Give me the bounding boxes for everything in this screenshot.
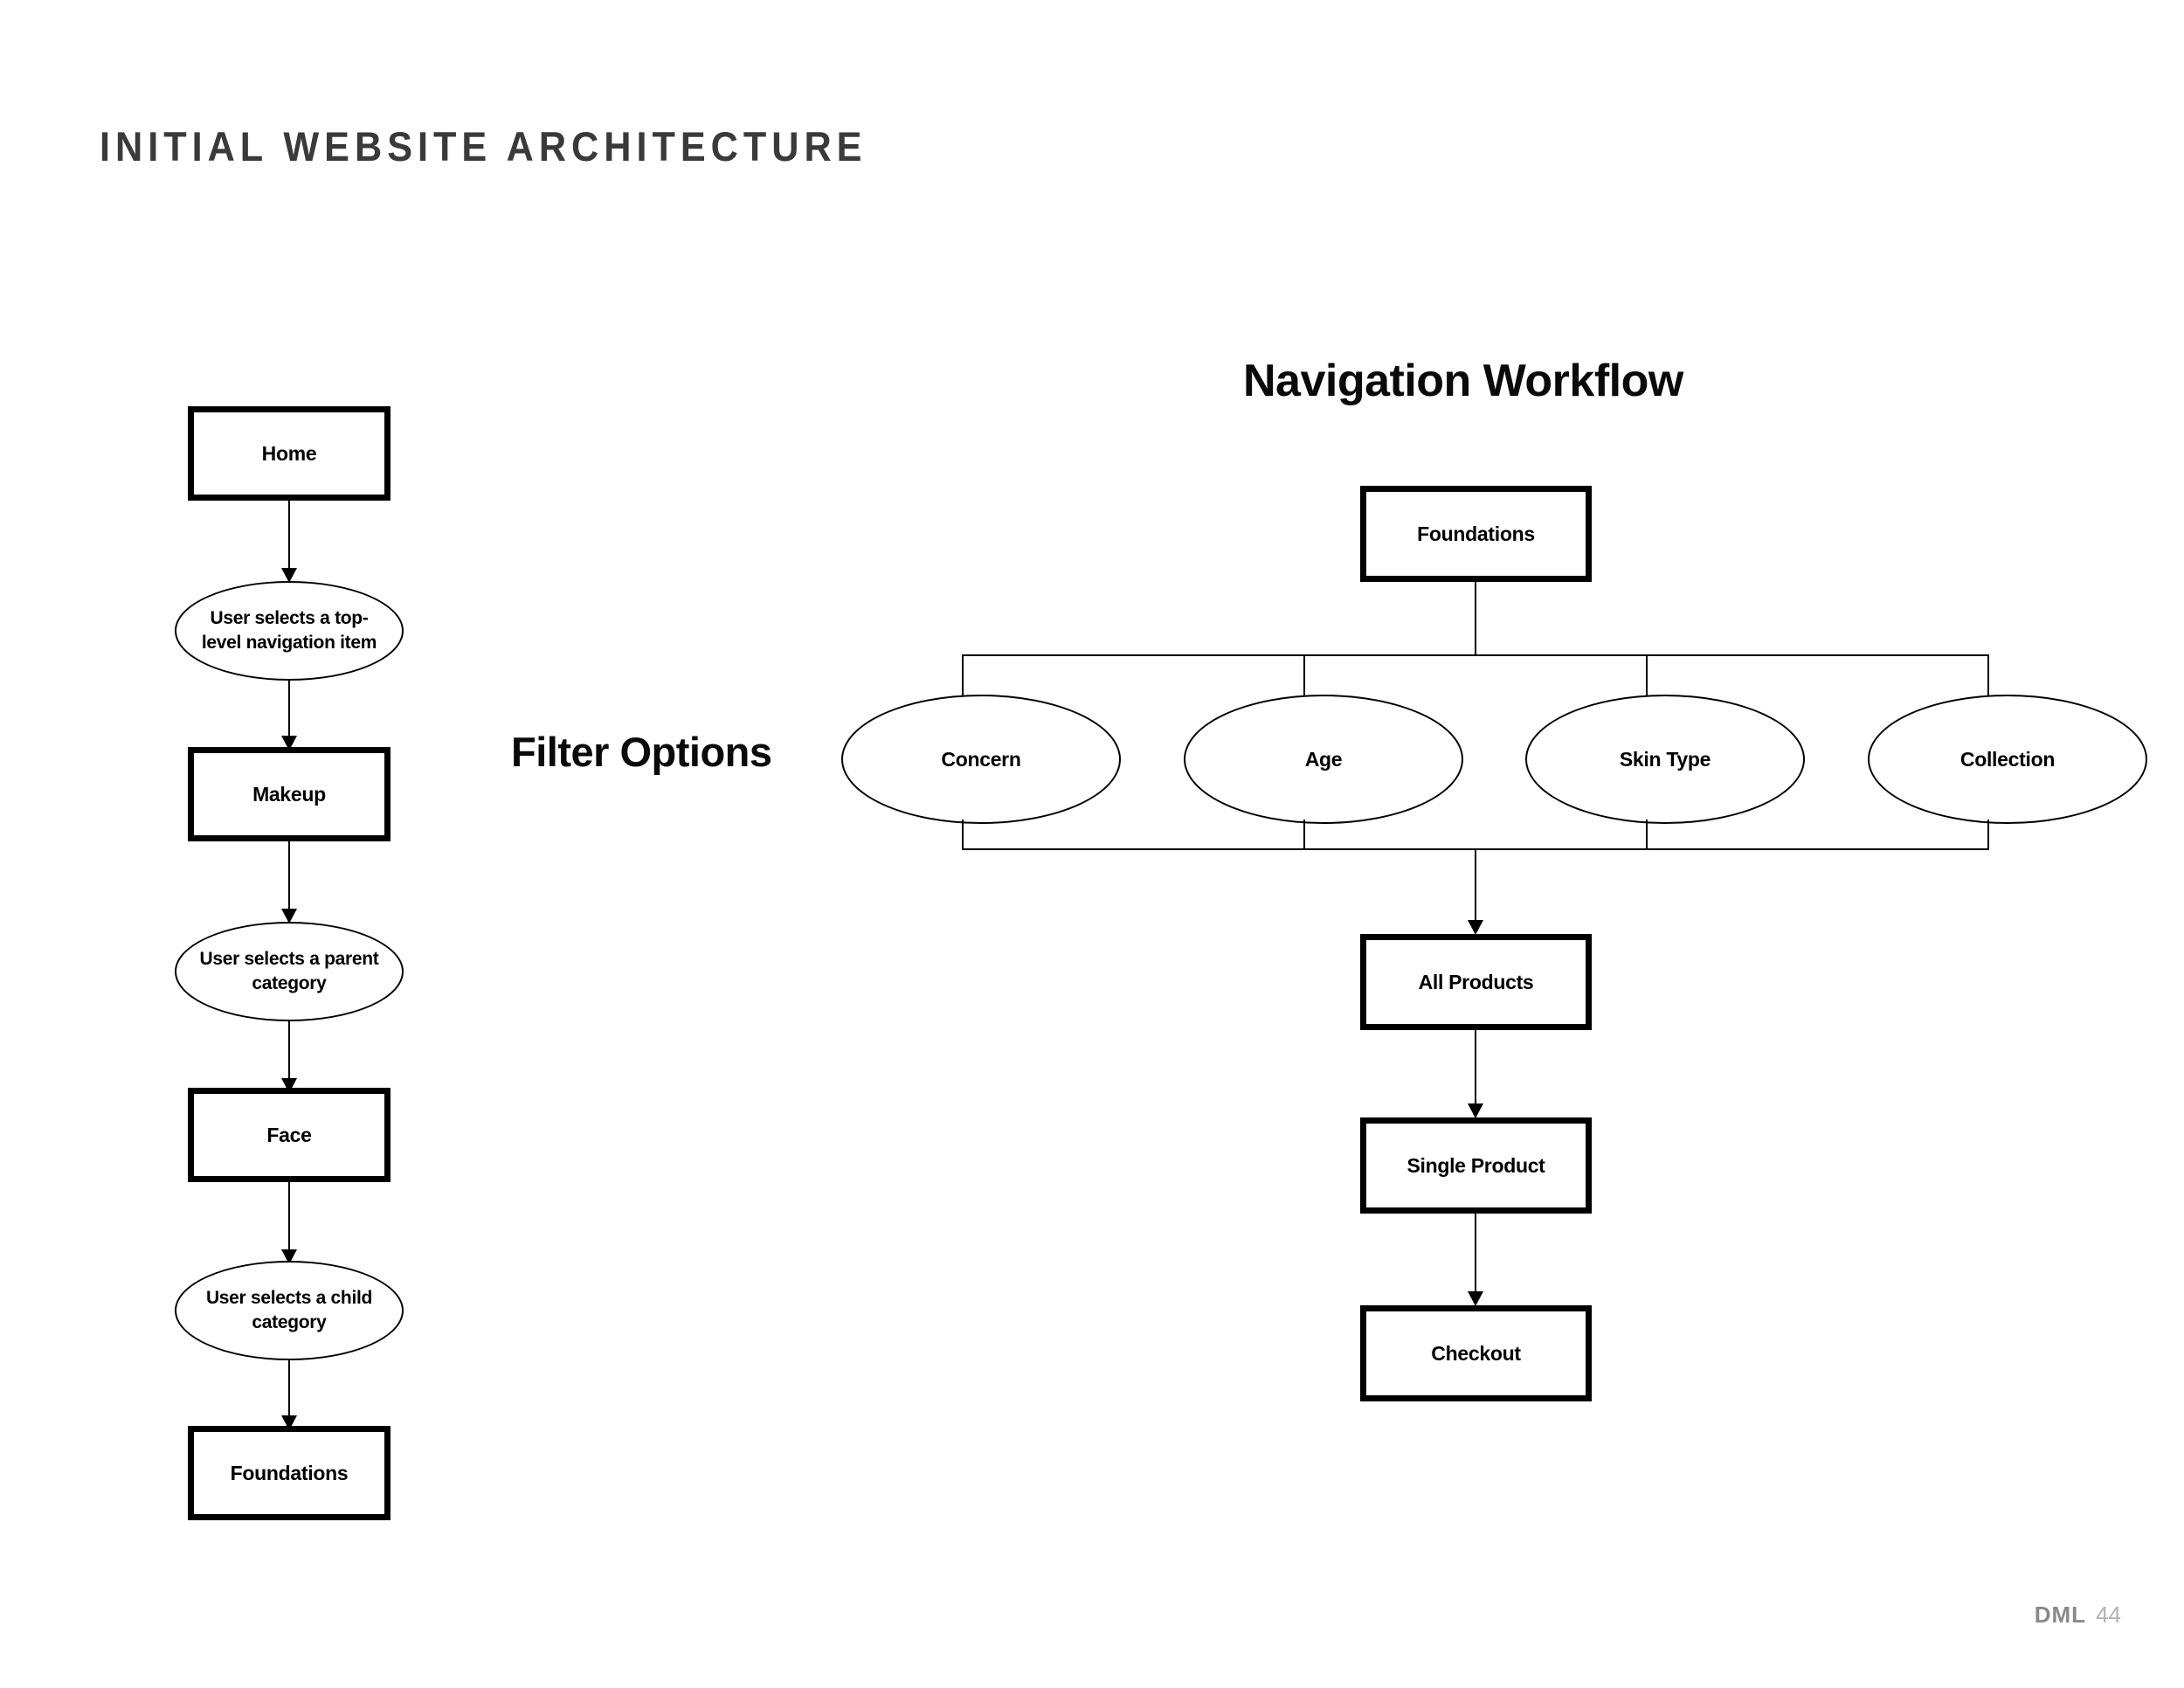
workflow-node-checkout-label: Checkout [1431,1341,1521,1365]
workflow-node-collection-label: Collection [1959,747,2056,771]
workflow-node-single-product-label: Single Product [1406,1153,1545,1177]
arrowhead-checkout [1468,1291,1483,1306]
connector-merge-age [1303,820,1305,849]
workflow-node-single-product[interactable]: Single Product [1360,1117,1592,1214]
connector-all-products-to-single-product [1475,1030,1476,1112]
workflow-node-foundations-root-label: Foundations [1417,522,1535,545]
connector-merge-skin-type [1646,820,1648,849]
workflow-node-age[interactable]: Age [1184,695,1463,824]
workflow-node-concern[interactable]: Concern [841,695,1121,824]
connector-single-product-to-checkout [1475,1214,1476,1301]
flow-node-face-label: Face [266,1123,312,1146]
flow-node-select-child-label: User selects a child category [205,1288,373,1332]
flow-node-home-label: Home [261,441,317,465]
connector-drop-concern [962,654,964,709]
connector-select-top-to-makeup [288,681,290,744]
connector-drop-collection [1987,654,1989,709]
connector-home-to-select-top [288,501,290,576]
workflow-node-skin-type[interactable]: Skin Type [1525,695,1805,824]
arrowhead-home-to-select-top [281,568,297,583]
workflow-node-concern-label: Concern [941,747,1021,771]
flow-node-makeup[interactable]: Makeup [188,747,390,841]
workflow-node-checkout[interactable]: Checkout [1360,1305,1592,1401]
slide-footer: DML 44 [2035,1602,2121,1629]
footer-brand: DML [2034,1602,2087,1628]
flow-node-select-top-level[interactable]: User selects a top-level navigation item [175,581,404,681]
flow-node-home[interactable]: Home [188,406,390,501]
flow-node-select-top-level-label: User selects a top-level navigation item [201,608,377,653]
connector-merge-to-all-products [1475,848,1476,930]
connector-distribution-bar [962,654,1987,656]
connector-face-to-select-child [288,1182,290,1257]
workflow-node-all-products-label: All Products [1418,970,1534,993]
flow-node-select-parent-label: User selects a parent category [199,949,379,993]
workflow-node-all-products[interactable]: All Products [1360,934,1592,1030]
flow-node-select-parent[interactable]: User selects a parent category [175,922,404,1021]
flow-node-face[interactable]: Face [188,1088,390,1182]
flow-node-foundations-label: Foundations [230,1461,349,1484]
connector-drop-skin-type [1646,654,1648,709]
connector-makeup-to-select-parent [288,841,290,917]
connector-drop-age [1303,654,1305,709]
filter-options-heading: Filter Options [511,729,772,775]
arrowhead-single-product [1468,1103,1483,1118]
footer-page-number: 44 [2096,1602,2121,1628]
workflow-node-collection[interactable]: Collection [1868,695,2147,824]
arrowhead-makeup-to-select-parent [281,909,297,924]
workflow-node-age-label: Age [1304,747,1343,771]
arrowhead-select-top-to-makeup [281,736,297,751]
navigation-workflow-heading: Navigation Workflow [1243,356,1683,406]
page-title: INITIAL WEBSITE ARCHITECTURE [100,123,867,169]
flow-node-foundations[interactable]: Foundations [188,1426,390,1520]
connector-select-child-to-foundations [288,1360,290,1423]
connector-select-parent-to-face [288,1021,290,1086]
workflow-node-foundations-root[interactable]: Foundations [1360,486,1592,582]
workflow-node-skin-type-label: Skin Type [1619,747,1711,771]
connector-merge-collection [1987,820,1989,849]
arrowhead-all-products [1468,920,1483,935]
flow-node-select-child[interactable]: User selects a child category [175,1261,404,1360]
flow-node-makeup-label: Makeup [252,782,326,806]
connector-root-stem [1475,582,1476,655]
connector-merge-concern [962,820,964,849]
